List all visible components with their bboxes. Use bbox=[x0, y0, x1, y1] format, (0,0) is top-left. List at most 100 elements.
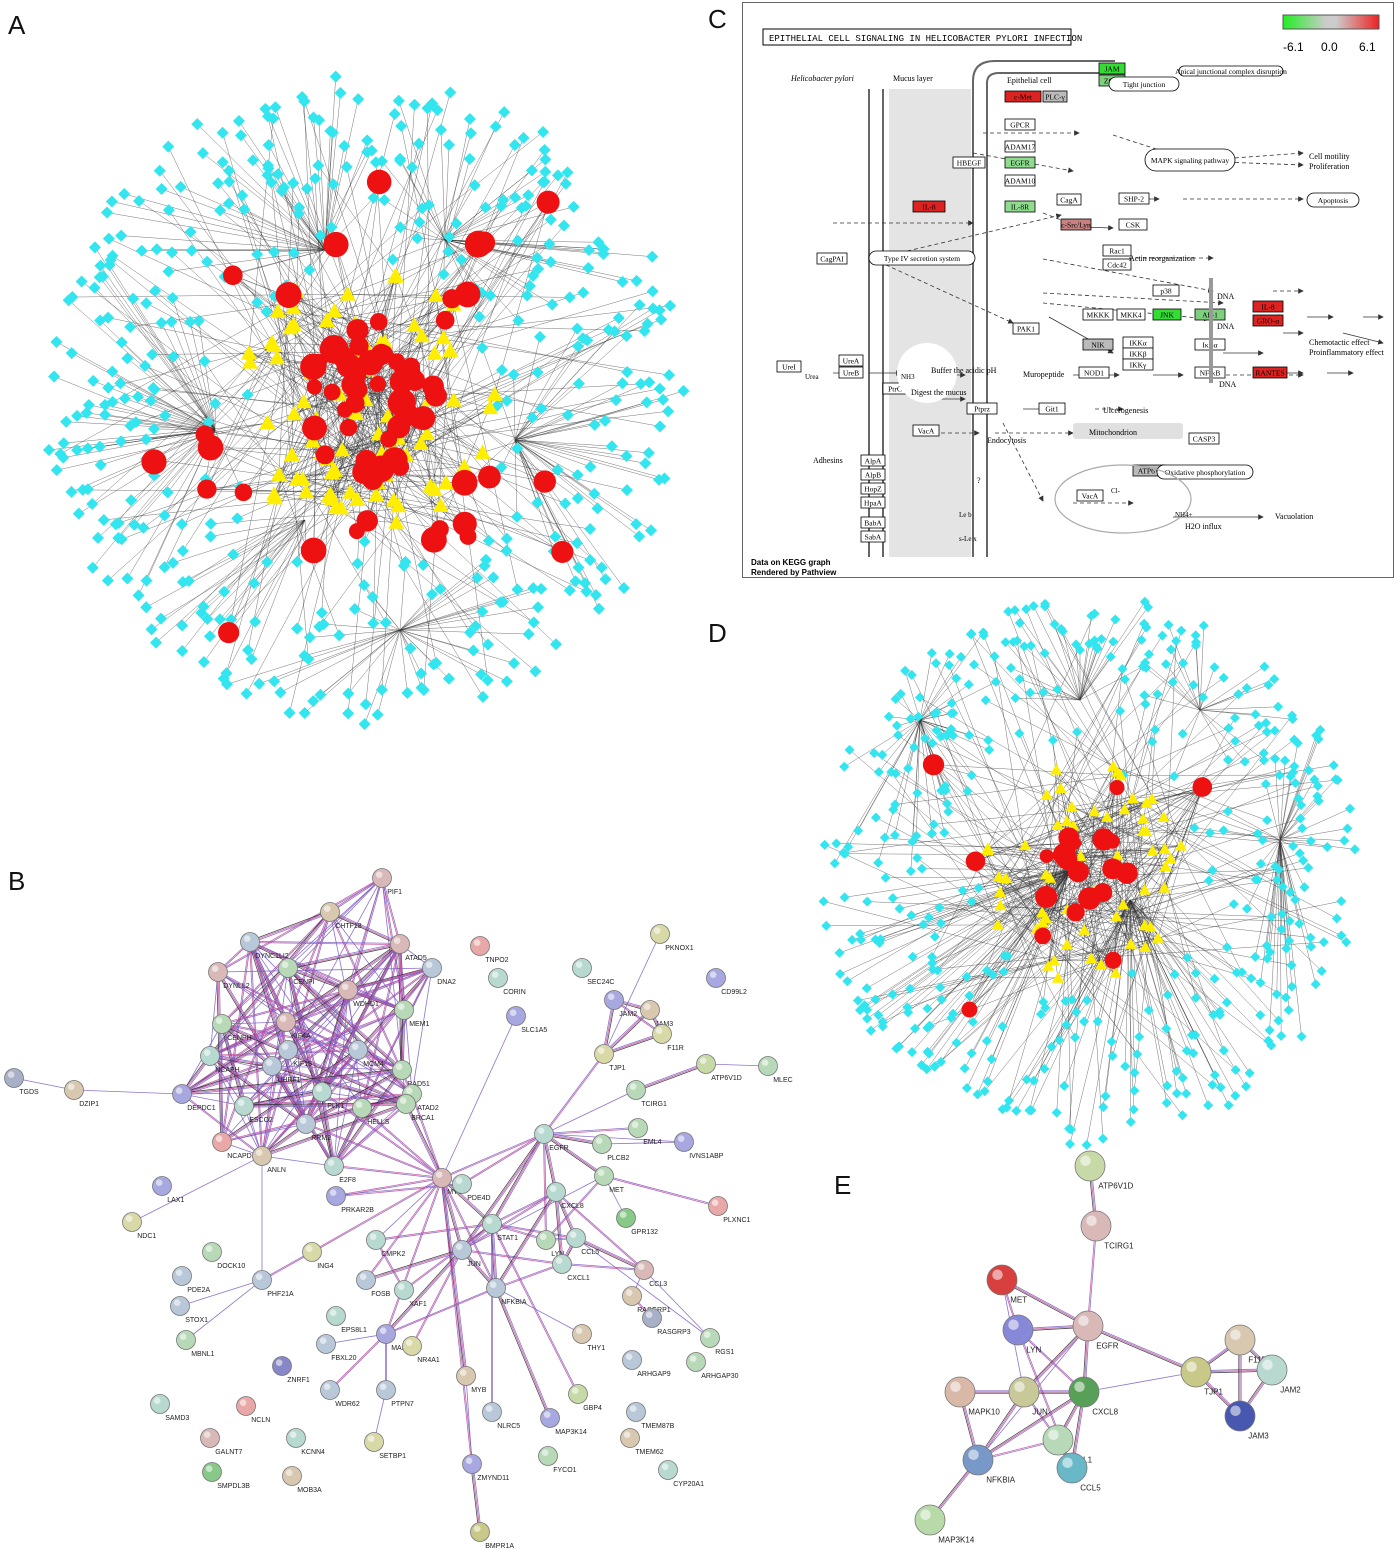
d-lncrna-node bbox=[1241, 682, 1252, 693]
d-lncrna-node bbox=[1250, 709, 1261, 720]
a-lncrna-node bbox=[342, 687, 355, 700]
b-node-atp6v1d: ATP6V1D bbox=[696, 1054, 742, 1082]
d-lncrna-node bbox=[1305, 836, 1316, 847]
d-lncrna-node bbox=[1040, 598, 1051, 609]
d-lncrna-node bbox=[843, 841, 854, 852]
d-lncrna-node bbox=[1061, 1019, 1072, 1030]
a-lncrna-node bbox=[576, 332, 589, 345]
b-node-ncaph: NCAPH bbox=[200, 1046, 240, 1074]
a-lncrna-node bbox=[500, 675, 513, 688]
a-lncrna-node bbox=[406, 161, 419, 174]
a-lncrna-node bbox=[426, 588, 439, 601]
a-lncrna-node bbox=[196, 147, 209, 160]
a-lncrna-node bbox=[176, 644, 189, 657]
d-lncrna-node bbox=[930, 658, 941, 669]
d-mirna-node bbox=[1042, 959, 1055, 971]
a-lncrna-node bbox=[599, 573, 612, 586]
d-lncrna-node bbox=[1047, 735, 1058, 746]
d-lncrna-node bbox=[1221, 997, 1232, 1008]
a-lncrna-node bbox=[191, 118, 204, 131]
svg-text:JAM: JAM bbox=[1104, 65, 1119, 74]
d-lncrna-node bbox=[929, 931, 940, 942]
a-lncrna-node bbox=[511, 583, 524, 596]
a-lncrna-node bbox=[595, 561, 608, 574]
a-lncrna-node bbox=[597, 248, 610, 261]
d-lncrna-node bbox=[910, 1023, 921, 1034]
d-lncrna-node bbox=[948, 730, 959, 741]
a-lncrna-node bbox=[102, 311, 115, 324]
d-mrna-node bbox=[1067, 836, 1082, 850]
a-lncrna-node bbox=[94, 259, 107, 272]
d-lncrna-node bbox=[1270, 753, 1281, 764]
d-lncrna-node bbox=[935, 1056, 946, 1067]
d-lncrna-node bbox=[1152, 689, 1163, 700]
a-lncrna-node bbox=[511, 234, 524, 247]
a-mrna-node bbox=[380, 430, 398, 448]
d-lncrna-node bbox=[873, 1010, 884, 1021]
a-lncrna-node bbox=[517, 131, 530, 144]
svg-text:AlpA: AlpA bbox=[865, 457, 882, 466]
a-lncrna-node bbox=[580, 585, 593, 598]
a-lncrna-node bbox=[537, 125, 550, 138]
d-lncrna-node bbox=[1161, 1097, 1172, 1108]
d-lncrna-node bbox=[1171, 1066, 1182, 1077]
a-lncrna-node bbox=[392, 94, 405, 107]
a-lncrna-node bbox=[133, 194, 146, 207]
svg-text:CagA: CagA bbox=[1060, 196, 1078, 205]
a-lncrna-node bbox=[109, 518, 122, 531]
d-lncrna-node bbox=[1269, 674, 1280, 685]
a-lncrna-node bbox=[317, 618, 330, 631]
a-lncrna-node bbox=[165, 315, 178, 328]
a-lncrna-node bbox=[500, 544, 513, 557]
a-mrna-node bbox=[375, 345, 393, 363]
b-node-ivns1abp: IVNS1ABP bbox=[674, 1132, 724, 1160]
a-lncrna-node bbox=[154, 612, 167, 625]
a-lncrna-node bbox=[442, 138, 455, 151]
d-mirna-node bbox=[1137, 812, 1150, 824]
pathway-label-motility: Cell motility bbox=[1309, 152, 1350, 161]
legend-tick-mid: 0.0 bbox=[1321, 40, 1338, 54]
d-lncrna-node bbox=[905, 866, 916, 877]
a-mrna-node bbox=[323, 383, 341, 401]
d-lncrna-node bbox=[931, 707, 942, 718]
a-lncrna-node bbox=[608, 325, 621, 338]
a-lncrna-node bbox=[367, 617, 380, 630]
panel-letter-d: D bbox=[708, 618, 727, 648]
a-mirna-node bbox=[285, 316, 302, 332]
d-lncrna-node bbox=[1021, 604, 1032, 615]
d-lncrna-node bbox=[1284, 916, 1295, 927]
a-lncrna-node bbox=[379, 616, 392, 629]
a-lncrna-node bbox=[529, 665, 542, 678]
a-lncrna-node bbox=[464, 626, 477, 639]
d-lncrna-node bbox=[966, 770, 977, 781]
vacuole-ellipse bbox=[1054, 464, 1192, 534]
d-lncrna-node bbox=[1129, 1067, 1140, 1078]
a-lncrna-node bbox=[272, 168, 285, 181]
d-lncrna-node bbox=[1171, 635, 1182, 646]
gene-box-gpcr: GPCR bbox=[1004, 118, 1036, 131]
d-mrna-node bbox=[961, 1001, 978, 1018]
a-lncrna-node bbox=[620, 450, 633, 463]
d-lncrna-node bbox=[967, 1017, 978, 1028]
d-lncrna-node bbox=[1140, 699, 1151, 710]
a-lncrna-node bbox=[531, 366, 544, 379]
d-mirna-node bbox=[1065, 800, 1078, 812]
a-lncrna-node bbox=[434, 123, 447, 136]
svg-text:ATP6V1D: ATP6V1D bbox=[1098, 1182, 1133, 1191]
a-lncrna-node bbox=[307, 111, 320, 124]
svg-text:TCIRG1: TCIRG1 bbox=[1104, 1242, 1134, 1251]
a-lncrna-node bbox=[572, 377, 585, 390]
a-lncrna-node bbox=[489, 120, 502, 133]
a-lncrna-node bbox=[204, 530, 217, 543]
b-node-tnpo2: TNPO2 bbox=[470, 936, 509, 964]
svg-text:Type IV secretion system: Type IV secretion system bbox=[884, 254, 960, 263]
a-lncrna-node bbox=[71, 409, 84, 422]
pathway-process-apical: Apical junctional complex disruption bbox=[1175, 65, 1287, 77]
d-mirna-node bbox=[1164, 852, 1177, 864]
d-lncrna-node bbox=[962, 785, 973, 796]
svg-text:RANTES: RANTES bbox=[1255, 369, 1284, 378]
svg-text:SabA: SabA bbox=[865, 533, 882, 542]
a-lncrna-node bbox=[162, 204, 175, 217]
d-lncrna-node bbox=[1222, 806, 1233, 817]
b-node-cmpk2: CMPK2 bbox=[366, 1230, 405, 1258]
